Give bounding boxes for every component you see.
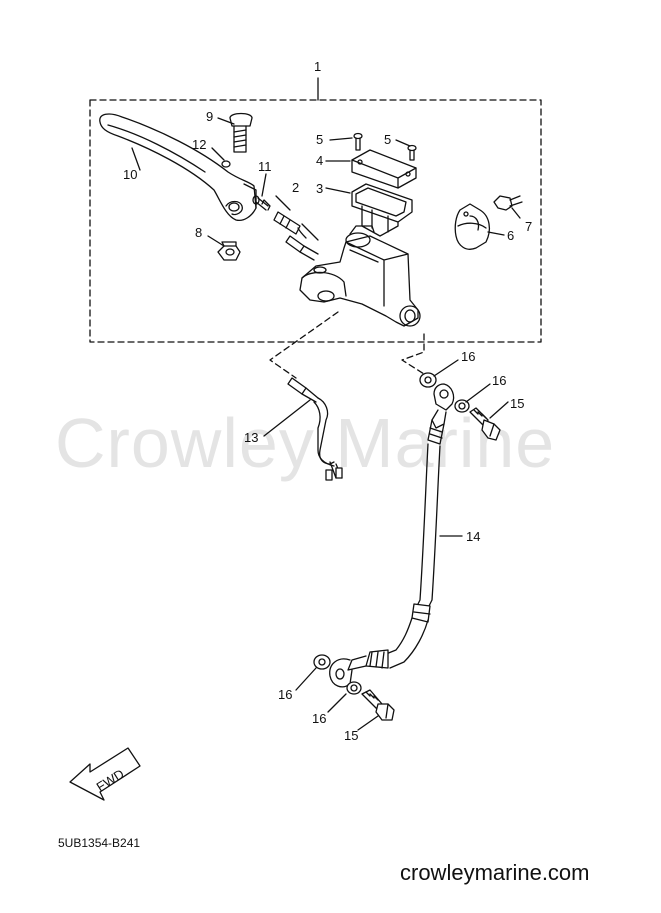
callout-16-top-1: 16 <box>461 349 476 364</box>
callout-2: 2 <box>292 180 300 195</box>
union-bolt-top <box>470 408 500 440</box>
reservoir-cover <box>352 150 416 188</box>
union-bolt-bottom <box>362 690 394 720</box>
callout-16-top-2: 16 <box>492 373 507 388</box>
washer-bottom-2 <box>347 682 361 694</box>
callout-3: 3 <box>316 181 324 196</box>
collar <box>222 161 230 167</box>
callout-10: 10 <box>123 167 138 182</box>
cover-screw-right <box>408 146 416 161</box>
brake-lever <box>100 114 256 220</box>
clamp-bolt <box>494 196 522 210</box>
watermark: Crowley Marine <box>55 404 556 482</box>
washer-bottom-1 <box>314 655 330 669</box>
callout-16-bottom-1: 16 <box>278 687 293 702</box>
callout-5-left: 5 <box>316 132 324 147</box>
piston-kit <box>274 212 318 260</box>
callout-5-right: 5 <box>384 132 392 147</box>
callout-15-top: 15 <box>510 396 525 411</box>
reservoir-diaphragm <box>352 184 412 236</box>
callout-6: 6 <box>507 228 515 243</box>
leader-hose <box>402 334 424 374</box>
callout-11: 11 <box>258 159 272 174</box>
cover-screw-left <box>354 134 362 151</box>
washer-top-2 <box>455 400 469 412</box>
callout-8: 8 <box>195 225 203 240</box>
callout-12: 12 <box>192 137 207 152</box>
master-cylinder <box>300 226 420 326</box>
callout-9: 9 <box>206 109 214 124</box>
callout-14: 14 <box>466 529 481 544</box>
callout-7: 7 <box>525 219 533 234</box>
push-rod <box>253 196 270 210</box>
brake-hose <box>330 384 454 687</box>
holder-clamp <box>455 204 489 249</box>
callout-4: 4 <box>316 153 324 168</box>
callout-16-bottom-2: 16 <box>312 711 327 726</box>
washer-top-1 <box>420 373 436 387</box>
diagram-code: 5UB1354-B241 <box>58 836 141 850</box>
assembly-frame <box>90 100 541 342</box>
leader-switch <box>270 312 338 378</box>
callout-15-bottom: 15 <box>344 728 359 743</box>
brake-switch <box>288 378 342 480</box>
lever-bolt <box>230 114 252 153</box>
fwd-arrow <box>70 748 140 800</box>
website-link[interactable]: crowleymarine.com <box>400 860 590 885</box>
callout-13: 13 <box>244 430 259 445</box>
callout-1: 1 <box>314 59 322 74</box>
